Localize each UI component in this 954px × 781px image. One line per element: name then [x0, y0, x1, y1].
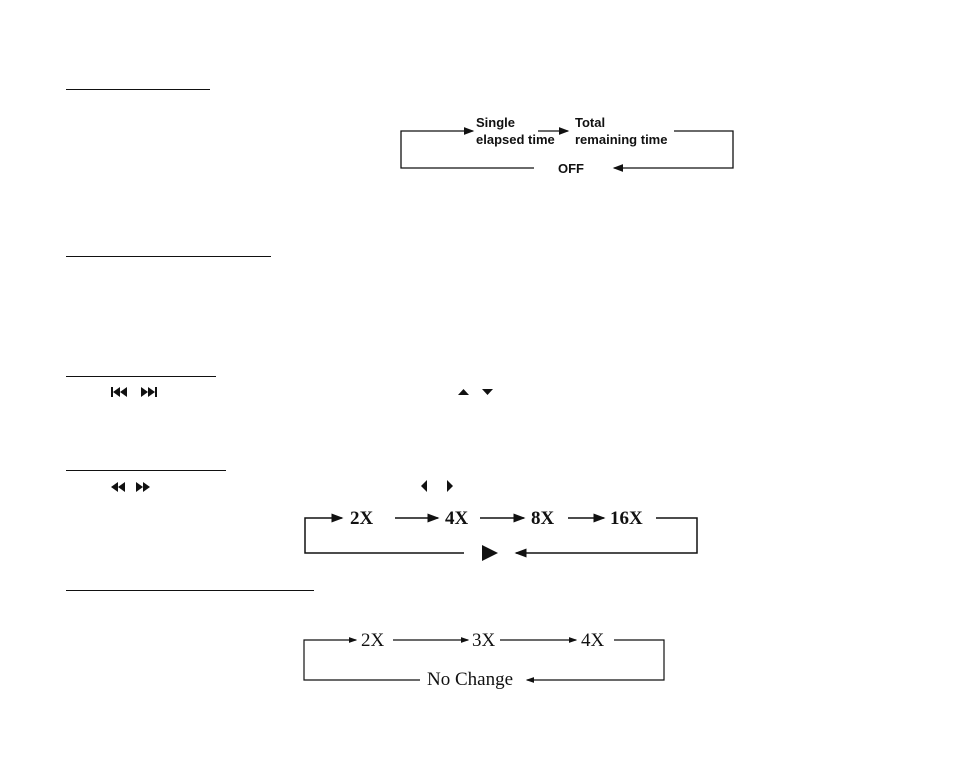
section-heading-rule-search — [66, 470, 226, 471]
arrow-up-icon — [458, 389, 469, 395]
single-elapsed-label-line1: Single — [476, 115, 516, 130]
single-elapsed-label-line2: elapsed time — [476, 132, 555, 147]
section-heading-rule-2 — [66, 256, 271, 257]
search-speed-4x: 4X — [445, 508, 469, 529]
slow-speed-2x: 2X — [361, 630, 385, 651]
play-icon — [482, 545, 498, 561]
search-speed-16x: 16X — [610, 508, 643, 529]
search-speed-2x: 2X — [350, 508, 374, 529]
fast-forward-icon — [136, 482, 150, 492]
total-remaining-label-line2: remaining time — [575, 132, 668, 147]
skip-next-icon — [141, 387, 157, 397]
skip-previous-icon — [111, 387, 127, 397]
slow-speed-4x: 4X — [581, 630, 605, 651]
off-label: OFF — [558, 161, 584, 176]
fast-reverse-icon — [111, 482, 125, 492]
section-heading-rule-skip — [66, 376, 216, 377]
arrow-left-icon — [421, 480, 427, 492]
total-remaining-label-line1: Total — [575, 115, 606, 130]
search-speed-8x: 8X — [531, 508, 555, 529]
section-heading-rule-display — [66, 89, 210, 90]
section-heading-rule-slow — [66, 590, 314, 591]
arrow-right-icon — [447, 480, 453, 492]
arrow-down-icon — [482, 389, 493, 395]
no-change-label: No Change — [427, 669, 514, 690]
slow-speed-3x: 3X — [472, 630, 496, 651]
